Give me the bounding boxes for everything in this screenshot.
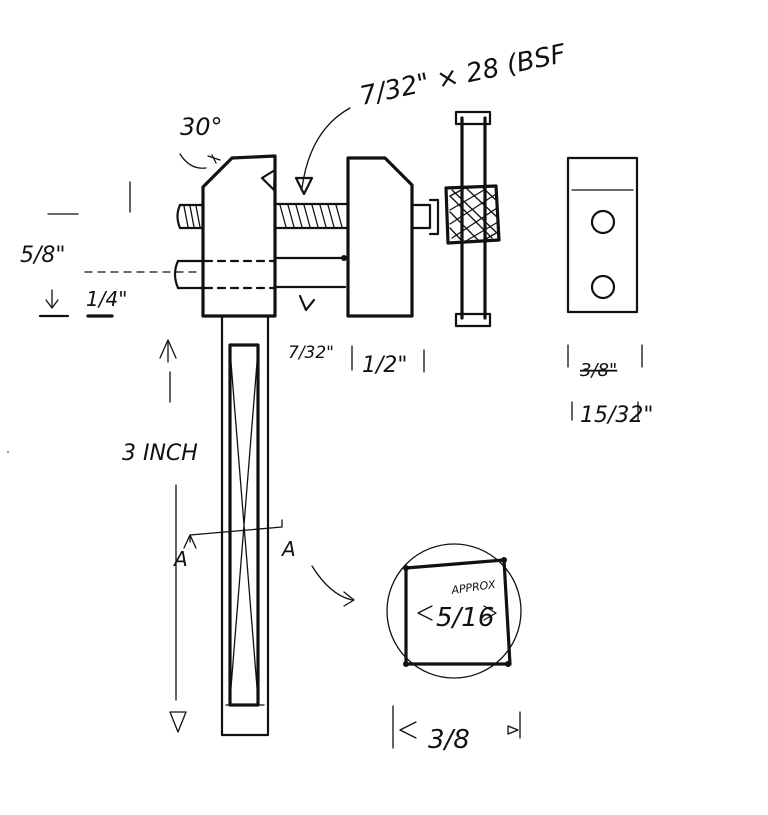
angle-label: 30° — [180, 113, 223, 141]
handle-assembly — [444, 110, 501, 328]
moving-jaw — [346, 156, 414, 318]
dimension-marks — [38, 107, 643, 749]
end-width-label: 15/32" — [580, 403, 654, 428]
cross-section — [386, 543, 522, 679]
end-view-plate — [566, 156, 639, 314]
angle-notch — [260, 168, 277, 192]
lead-screw — [176, 198, 440, 236]
long-bar — [220, 314, 270, 737]
section-mark-right: A — [280, 537, 296, 561]
jaw-width-label: 1/2" — [362, 353, 408, 378]
guide-pin — [84, 255, 347, 290]
thread-spec-label: 7/32" × 28 (BSF — [357, 39, 569, 112]
thread-leader-arrow — [294, 176, 314, 196]
labels: 30° 7/32" × 28 (BSF 7/32" 1/2" 5/8" 1/4"… — [20, 39, 654, 755]
section-mark-left: A — [172, 547, 188, 571]
approx-label: APPROX — [450, 578, 497, 597]
pin-offset-label: 5/8" — [20, 243, 66, 268]
section-line — [183, 519, 355, 607]
angle-arrowhead — [207, 154, 221, 164]
section-arrow-callout — [343, 591, 355, 607]
angle-leader — [179, 153, 207, 169]
pin-dia-label: 1/4" — [86, 287, 127, 311]
thread-leader — [301, 107, 351, 189]
length-arrow-bottom — [169, 711, 187, 733]
length-label: 3 INCH — [122, 441, 198, 466]
end-width-scratched-label: 3/8" — [580, 360, 617, 381]
inner-size-label: 5/16 — [436, 603, 494, 633]
section-arrow-left — [183, 534, 197, 549]
screw-dia-arrow — [298, 294, 316, 312]
fixed-jaw — [201, 154, 277, 318]
outer-size-label: 3/8 — [428, 725, 470, 755]
length-arrow-top — [159, 339, 177, 363]
stray-dot — [7, 451, 9, 453]
screw-dia-label: 7/32" — [288, 343, 334, 363]
